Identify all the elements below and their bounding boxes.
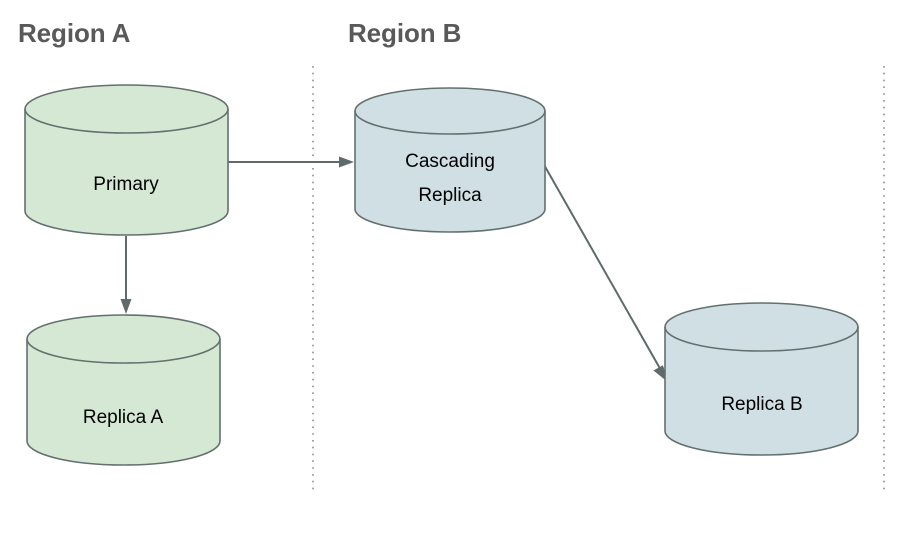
node-cascading-replica-body <box>354 87 546 233</box>
node-primary-top-ellipse <box>24 108 229 134</box>
node-replica-a[interactable]: Replica A <box>26 314 221 466</box>
region-headings: Region A Region B <box>18 18 461 48</box>
region-dividers <box>312 66 885 492</box>
edge-cascading-to-replica-b-line <box>542 162 663 373</box>
node-replica-a-label: Replica A <box>83 407 164 428</box>
node-replica-b-top-ellipse <box>664 326 859 352</box>
region-a-label: Region A <box>18 18 131 48</box>
edges-layer <box>120 156 669 383</box>
node-cascading-replica-top-ellipse <box>354 110 546 135</box>
node-cascading-replica-label-line1: Cascading <box>405 151 495 172</box>
node-replica-a-top-ellipse <box>26 338 221 364</box>
edge-primary-to-cascading[interactable] <box>222 156 354 168</box>
node-cascading-replica-label-line2: Replica <box>418 185 482 206</box>
edge-cascading-to-replica-b[interactable] <box>542 162 669 383</box>
node-primary-label: Primary <box>93 174 159 195</box>
node-cascading-replica[interactable]: Cascading Replica <box>354 87 546 233</box>
edge-primary-to-replica-a[interactable] <box>120 236 132 314</box>
node-primary-body <box>24 84 229 236</box>
node-replica-a-body <box>26 314 221 466</box>
node-replica-b-label: Replica B <box>721 394 802 415</box>
node-primary[interactable]: Primary <box>24 84 229 236</box>
edge-primary-to-replica-a-arrowhead <box>120 299 132 314</box>
node-replica-b[interactable]: Replica B <box>664 302 859 456</box>
node-replica-b-body <box>664 302 859 456</box>
edge-primary-to-cascading-arrowhead <box>339 156 354 168</box>
region-b-label: Region B <box>348 18 461 48</box>
